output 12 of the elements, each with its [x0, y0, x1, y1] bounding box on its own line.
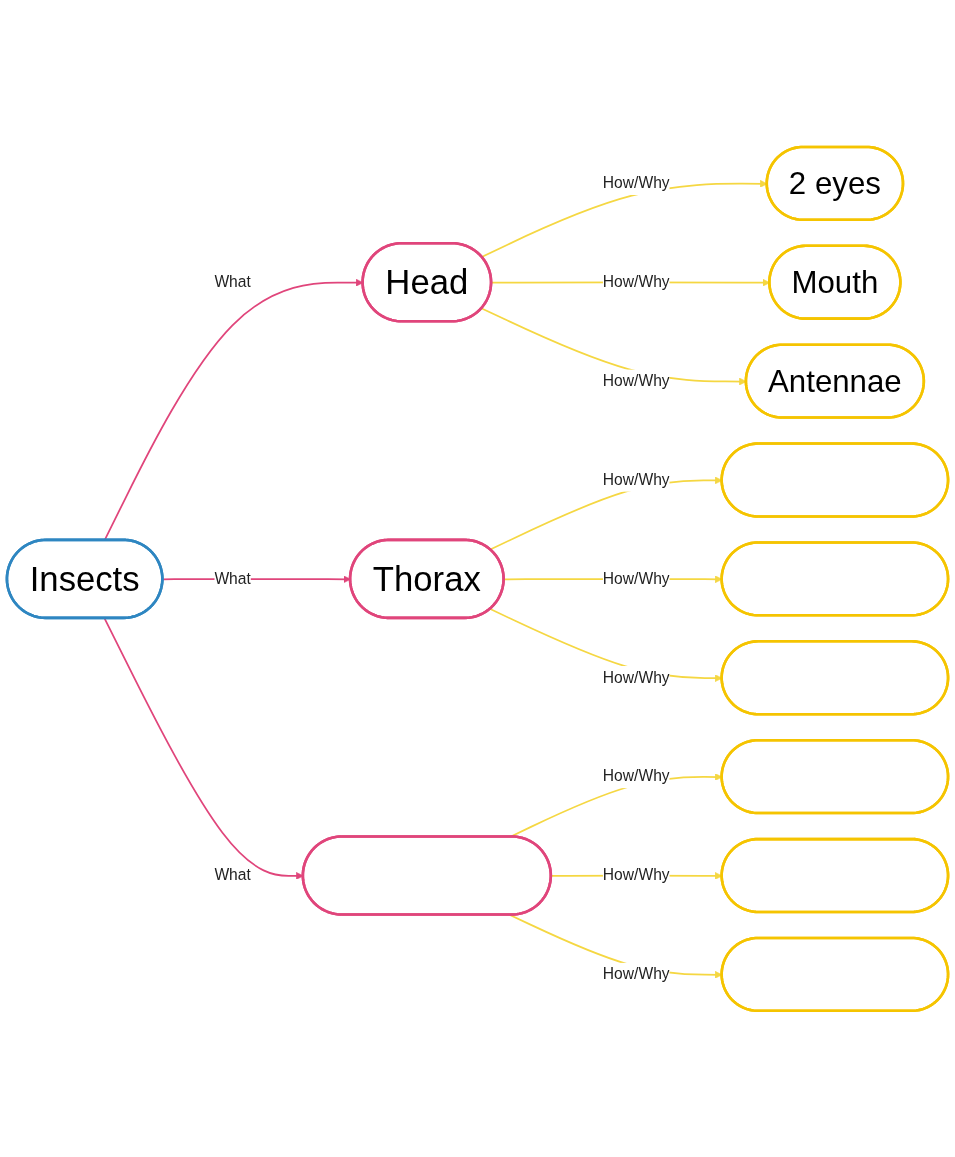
edge-label: How/Why: [602, 668, 670, 686]
edge-label: How/Why: [602, 866, 670, 884]
edge-label: What: [214, 569, 251, 587]
edge-label: How/Why: [602, 569, 670, 587]
edge-label: How/Why: [602, 371, 670, 389]
edge-label: How/Why: [602, 272, 670, 291]
edge-label: How/Why: [602, 767, 670, 785]
edge-label: How/Why: [602, 173, 670, 192]
edge-label: How/Why: [602, 470, 670, 488]
edge-label: What: [214, 272, 251, 291]
edge-label: What: [214, 866, 251, 884]
edge-label: How/Why: [602, 964, 670, 983]
